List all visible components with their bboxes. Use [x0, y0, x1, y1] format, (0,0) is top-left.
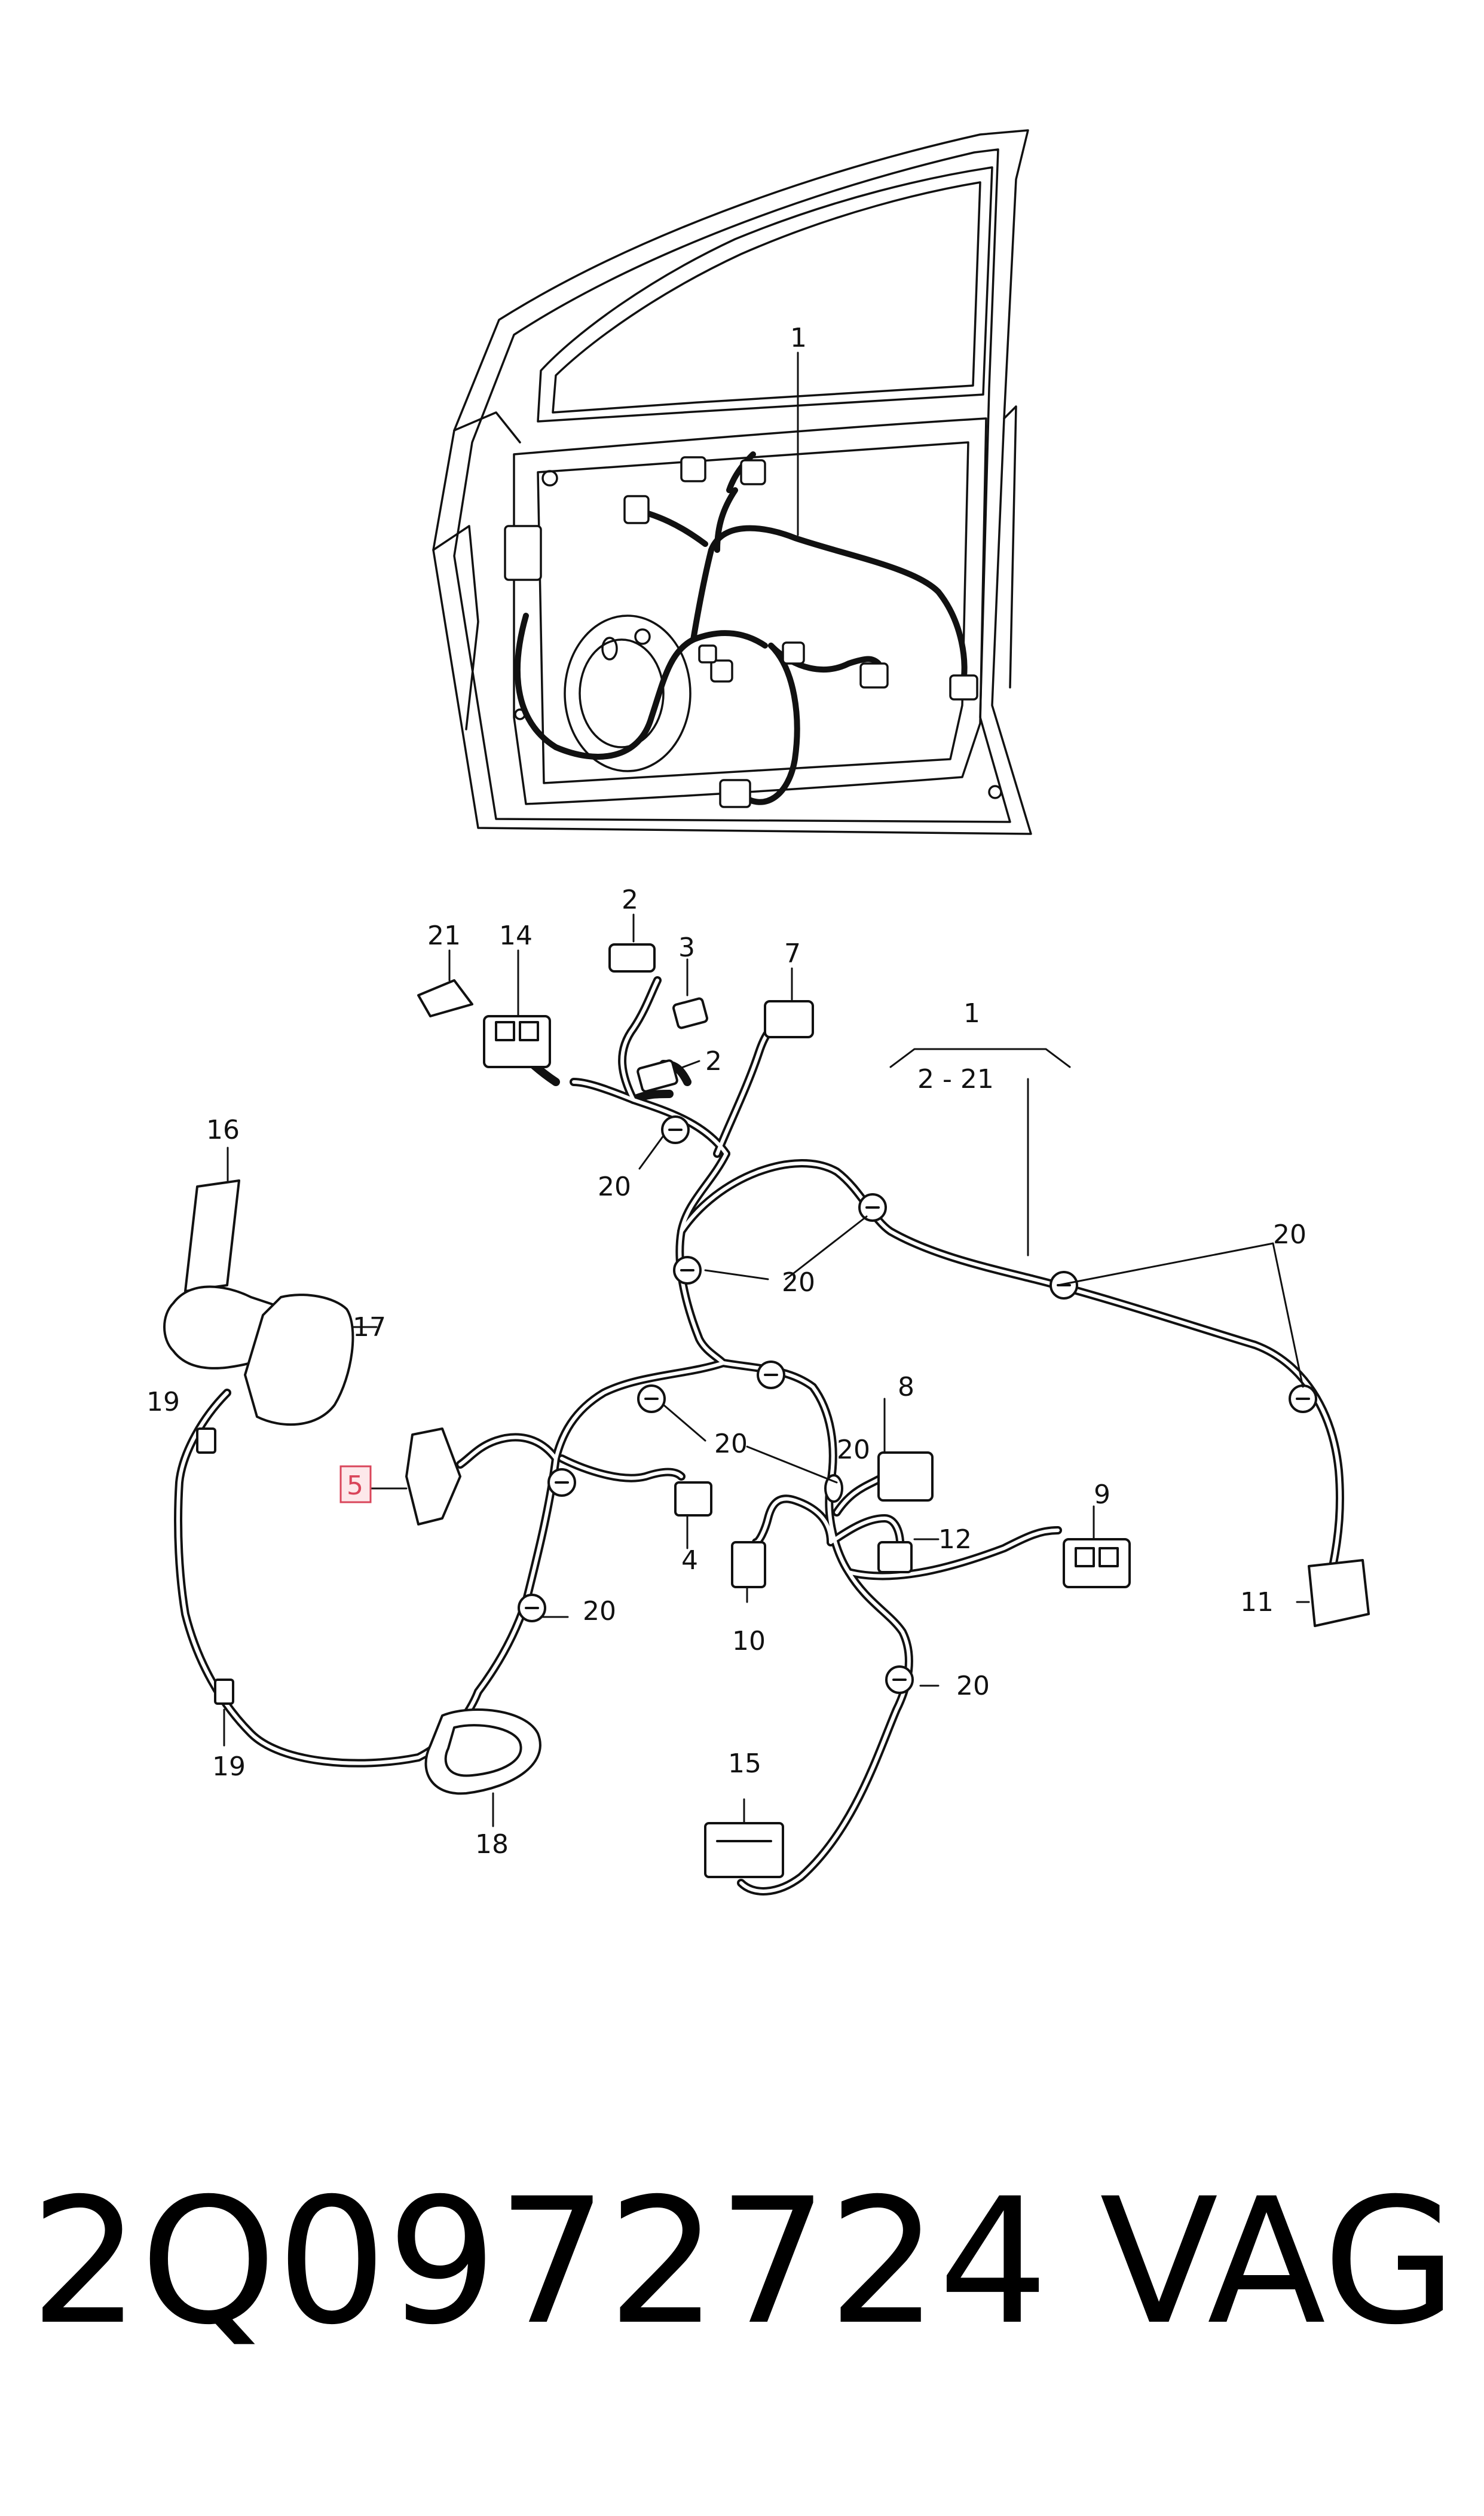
callout-19-bottom: 19 [212, 1751, 246, 1782]
highlight-box-5 [339, 1465, 372, 1503]
callout-11: 11 [1240, 1587, 1274, 1618]
part-number: 2Q0972724 [30, 2162, 1049, 2363]
callout-8: 8 [898, 1372, 914, 1402]
cable-clips [518, 1115, 1317, 1694]
callout-14: 14 [499, 921, 533, 951]
connectors [163, 943, 1370, 1878]
callout-20-c: 20 [1273, 1219, 1306, 1250]
callout-20-d: 20 [714, 1429, 748, 1459]
callout-3: 3 [678, 933, 695, 963]
callout-15: 15 [728, 1748, 761, 1779]
callout-2-lower: 2 [705, 1046, 722, 1077]
callout-20-e: 20 [583, 1596, 616, 1627]
callout-20-b: 20 [782, 1267, 815, 1298]
callout-group-1: 1 [963, 998, 980, 1029]
callout-21: 21 [427, 921, 461, 951]
callout-20-g: 20 [837, 1435, 870, 1465]
callout-12: 12 [938, 1524, 972, 1555]
callout-16: 16 [206, 1115, 240, 1145]
callout-2-top: 2 [622, 885, 638, 915]
wiring-harness-diagram: 1 2 3 7 21 14 2 20 1 2 - 21 16 17 19 20 … [146, 129, 1370, 1896]
harness-detail [163, 913, 1370, 1896]
callout-5-highlighted: 5 [347, 1471, 363, 1501]
callout-4: 4 [681, 1545, 698, 1576]
callout-17: 17 [353, 1312, 386, 1343]
callout-20-f: 20 [956, 1671, 990, 1701]
callout-group-range: 2 - 21 [917, 1064, 994, 1095]
callout-9: 9 [1094, 1479, 1110, 1510]
door-illustration [432, 129, 1032, 835]
callout-10: 10 [732, 1626, 766, 1656]
callout-20-a: 20 [598, 1172, 631, 1202]
callout-18: 18 [475, 1829, 509, 1860]
callout-door-1: 1 [790, 323, 807, 353]
brand-label: VAG [1100, 2162, 1457, 2363]
callout-7: 7 [784, 938, 801, 969]
callout-19-top: 19 [146, 1387, 180, 1417]
